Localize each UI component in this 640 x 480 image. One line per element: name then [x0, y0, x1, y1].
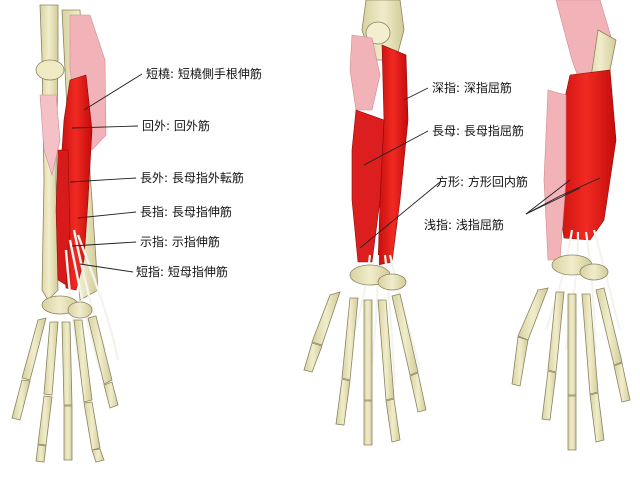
label-pq: 方形: 方形回内筋: [436, 175, 528, 189]
label-fdp: 深指: 深指屈筋: [432, 81, 512, 95]
middle-pink-muscle: [349, 34, 381, 111]
left-elbow-head: [35, 59, 65, 81]
left-hand-bones: [11, 295, 119, 463]
label-apl: 長外: 長母指外転筋: [140, 171, 244, 185]
middle-forearm: [303, 0, 427, 446]
left-forearm: [11, 4, 120, 463]
right-pink-lower: [543, 89, 567, 261]
label-ecrb: 短橈: 短橈側手根伸筋: [146, 67, 262, 81]
right-forearm: [511, 0, 631, 451]
middle-fpl-red: [351, 109, 385, 263]
label-fds: 浅指: 浅指屈筋: [424, 218, 504, 232]
right-hand-bones: [511, 254, 631, 451]
middle-hand-bones: [303, 264, 427, 446]
leader-lines: [69, 73, 601, 273]
label-epb: 短指: 短母指伸筋: [136, 265, 228, 279]
label-eip: 示指: 示指伸筋: [140, 235, 220, 249]
label-supinator: 回外: 回外筋: [142, 119, 210, 133]
label-fpl: 長母: 長母指屈筋: [432, 124, 524, 138]
left-supinator-pink: [39, 94, 61, 177]
label-epl: 長指: 長母指伸筋: [140, 205, 232, 219]
